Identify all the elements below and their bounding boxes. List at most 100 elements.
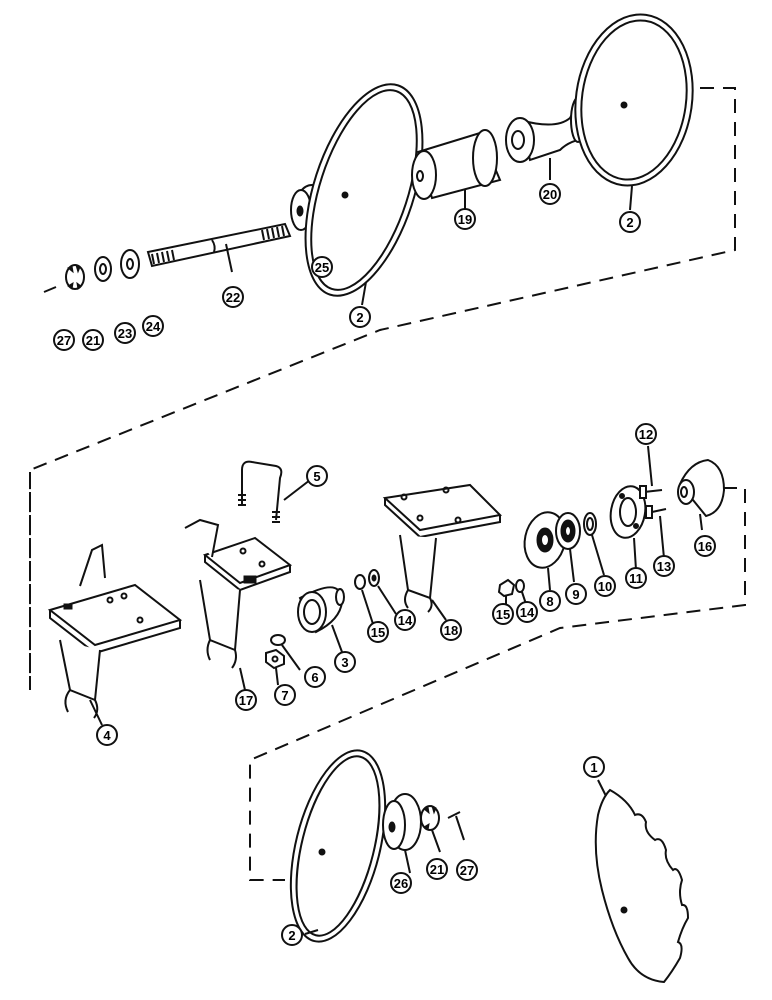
part-19-spool-tube (411, 129, 502, 210)
part-8-bearing-flange (523, 511, 567, 591)
callout-7: 7 (274, 684, 296, 706)
callout-21: 21 (82, 329, 104, 351)
part-2-disc-blade-upper-left (304, 83, 424, 306)
callout-14: 14 (394, 609, 416, 631)
top-section-dashed-border (29, 87, 736, 690)
part-14-washer-left (368, 569, 397, 615)
callout-label: 22 (226, 290, 240, 305)
part-27-cotter-pin (43, 286, 57, 293)
callout-11: 11 (625, 567, 647, 589)
part-6-lock-washer (270, 634, 301, 671)
callout-9: 9 (565, 583, 587, 605)
part-9-bearing (555, 512, 581, 583)
callout-25: 25 (311, 256, 333, 278)
part-24-washer (120, 249, 140, 279)
callout-label: 14 (520, 605, 535, 620)
callout-label: 20 (543, 187, 557, 202)
callout-label: 8 (546, 594, 553, 609)
part-15-nut-left (354, 574, 374, 625)
callout-label: 25 (315, 260, 329, 275)
callout-12: 12 (635, 423, 657, 445)
callout-label: 27 (57, 333, 71, 348)
callout-18: 18 (440, 619, 462, 641)
callout-label: 21 (86, 333, 100, 348)
callout-21: 21 (426, 858, 448, 880)
callout-19: 19 (454, 208, 476, 230)
callout-label: 14 (398, 613, 413, 628)
part-15-nut-right (497, 578, 516, 606)
callout-label: 11 (629, 571, 643, 586)
callout-2: 2 (619, 211, 641, 233)
callout-16: 16 (694, 535, 716, 557)
callout-27: 27 (456, 859, 478, 881)
part-22-threaded-axle (146, 222, 292, 273)
callout-label: 7 (281, 688, 288, 703)
callout-label: 15 (371, 625, 385, 640)
middle-section-dashed-border (29, 472, 746, 881)
part-5-u-bolt (238, 460, 311, 523)
callout-label: 17 (239, 693, 253, 708)
part-1-notched-disc-blade (594, 779, 690, 984)
callout-label: 23 (118, 326, 132, 341)
callout-label: 18 (444, 623, 458, 638)
part-3-bearing-cap (297, 586, 345, 653)
callout-13: 13 (653, 555, 675, 577)
part-18-bracket (382, 483, 503, 621)
part-27-cotter-pin-lower (447, 811, 465, 841)
callout-label: 5 (313, 469, 320, 484)
callout-label: 24 (146, 319, 161, 334)
callout-label: 2 (288, 928, 295, 943)
part-21-castle-nut (65, 264, 85, 291)
callout-10: 10 (594, 575, 616, 597)
callout-label: 12 (639, 427, 653, 442)
callout-24: 24 (142, 315, 164, 337)
part-12-bolt (639, 445, 663, 499)
callout-3: 3 (334, 651, 356, 673)
part-10-seal-ring (583, 512, 605, 576)
callout-label: 15 (496, 607, 510, 622)
part-4-standard-bracket (47, 543, 183, 726)
callout-15: 15 (492, 603, 514, 625)
callout-2: 2 (281, 924, 303, 946)
callout-label: 27 (460, 863, 474, 878)
callout-4: 4 (96, 724, 118, 746)
part-2-disc-blade-upper-right (574, 13, 694, 211)
callout-label: 9 (572, 587, 579, 602)
callout-1: 1 (583, 756, 605, 778)
callout-8: 8 (539, 590, 561, 612)
callout-26: 26 (390, 872, 412, 894)
part-17-bracket (184, 518, 293, 691)
part-2-disc-blade-lower (289, 749, 387, 943)
callout-20: 20 (539, 183, 561, 205)
callout-label: 16 (698, 539, 712, 554)
callout-label: 3 (341, 655, 348, 670)
callout-17: 17 (235, 689, 257, 711)
callout-label: 10 (598, 579, 612, 594)
callout-label: 2 (356, 310, 363, 325)
callout-23: 23 (114, 322, 136, 344)
callout-label: 2 (626, 215, 633, 230)
callout-label: 4 (103, 728, 111, 743)
callout-14: 14 (516, 601, 538, 623)
part-21-castle-nut-lower (420, 805, 441, 853)
callout-label: 1 (590, 760, 597, 775)
callout-22: 22 (222, 286, 244, 308)
part-26-spacer-spool (382, 793, 422, 874)
callout-6: 6 (304, 666, 326, 688)
part-11-flange-housing (609, 485, 647, 571)
part-7-hex-nut (265, 648, 285, 686)
callout-5: 5 (306, 465, 328, 487)
part-14-washer-right (515, 579, 527, 605)
part-16-dust-cap (677, 458, 726, 531)
callout-2: 2 (349, 306, 371, 328)
part-23-washer (94, 256, 112, 282)
callout-label: 13 (657, 559, 671, 574)
callout-label: 6 (311, 670, 318, 685)
callout-label: 26 (394, 876, 408, 891)
part-13-bolt (645, 505, 667, 559)
callout-label: 19 (458, 212, 472, 227)
callout-27: 27 (53, 329, 75, 351)
callout-15: 15 (367, 621, 389, 643)
callout-label: 21 (430, 862, 444, 877)
